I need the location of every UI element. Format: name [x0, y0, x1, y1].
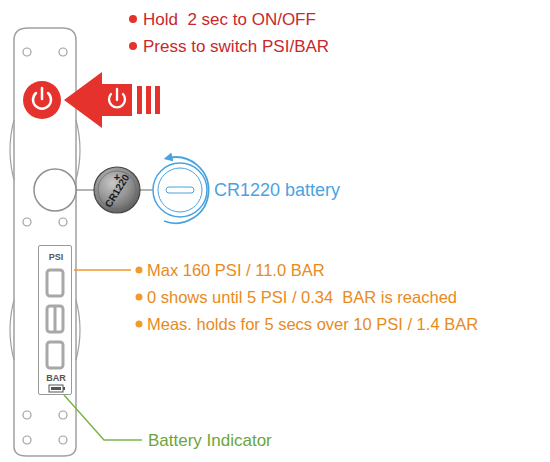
instruction-text: Hold 2 sec to ON/OFF: [143, 11, 316, 28]
battery-indicator-icon: [63, 387, 65, 390]
lcd-digits: [47, 270, 63, 368]
leader-line: [74, 269, 131, 271]
spec-note: 0 shows until 5 PSI / 0.34 BAR is reache…: [147, 289, 457, 306]
part-label: Battery Indicator: [148, 432, 272, 449]
bullet: [136, 294, 143, 301]
battery-cover: [153, 163, 207, 217]
arrow-stripe: [137, 86, 142, 114]
screw-holes: [23, 48, 67, 444]
bullet: [129, 15, 137, 23]
battery-cover-rim: [158, 168, 202, 212]
bullet: [136, 321, 143, 328]
battery-indicator-icon: [51, 387, 61, 390]
cover-slot: [166, 187, 194, 193]
spec-note: Meas. holds for 5 secs over 10 PSI / 1.4…: [147, 316, 478, 333]
bullet: [129, 42, 137, 50]
coin-battery: +CR1220: [94, 167, 140, 213]
device-housing: [14, 28, 76, 456]
coin-battery: [94, 167, 140, 213]
instruction-text: Press to switch PSI/BAR: [143, 38, 329, 55]
unit-label: BAR: [46, 374, 66, 383]
unit-label: PSI: [49, 253, 64, 262]
lcd-display: PSI BAR: [38, 245, 72, 395]
rotate-arrow: [164, 157, 209, 223]
spec-note: Max 160 PSI / 11.0 BAR: [147, 262, 325, 279]
power-symbol: [116, 89, 118, 100]
leader-line: [64, 395, 142, 440]
battery-holder: [34, 169, 76, 211]
coin-battery-rim: [98, 171, 136, 209]
arrow-stripe: [155, 86, 160, 114]
battery-indicator-icon: [49, 385, 63, 392]
arrow-stripe: [146, 86, 151, 114]
housing-contour: [10, 120, 80, 360]
battery-type: CR1220: [103, 173, 131, 209]
press-arrow: [64, 72, 132, 128]
power-symbol: [41, 88, 44, 99]
part-label: CR1220 battery: [214, 181, 340, 199]
bullet: [136, 267, 143, 274]
power-button: [23, 81, 61, 119]
